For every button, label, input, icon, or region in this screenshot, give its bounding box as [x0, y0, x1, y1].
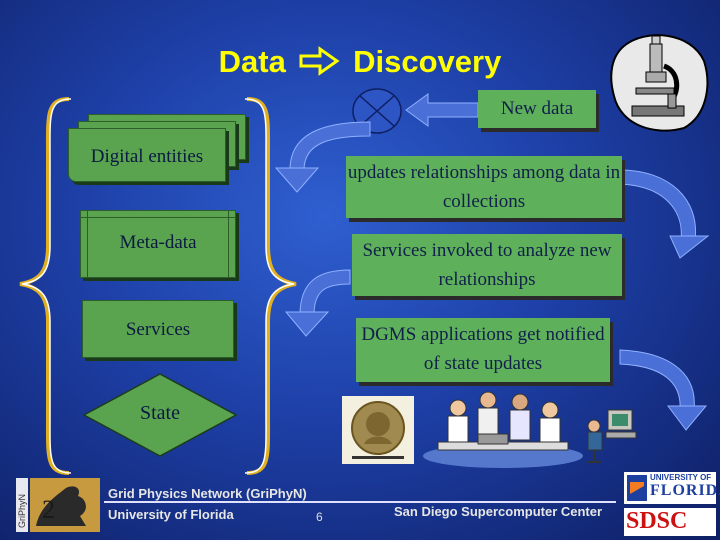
meta-data-label: Meta-data [119, 232, 197, 253]
right-brace-icon [244, 97, 297, 475]
curved-arrows [274, 121, 710, 431]
state-diamond [82, 373, 238, 457]
sdsc-logo: SDSC [624, 508, 716, 536]
curved-arrow-4-icon [619, 349, 695, 411]
slide-title: Data Discovery [0, 44, 720, 80]
footer-university: University of Florida [108, 507, 234, 522]
medal-image [342, 396, 414, 464]
footer-center: San Diego Supercomputer Center [394, 504, 603, 519]
curved-arrow-3-head-icon [284, 311, 330, 337]
left-brace-icon [19, 97, 72, 475]
page-number: 6 [316, 510, 323, 524]
title-data: Data [218, 44, 286, 79]
people-meeting-image [423, 391, 583, 468]
svg-text:GriPhyN: GriPhyN [17, 494, 27, 528]
curved-arrow-2-icon [619, 169, 697, 241]
uf-logo: UNIVERSITY OF FLORIDA [624, 472, 720, 504]
uf-logo-line1: UNIVERSITY OF [650, 473, 712, 482]
curved-arrow-2-head-icon [669, 235, 710, 259]
title-discovery: Discovery [353, 44, 502, 79]
griphyn-logo: GriPhyN 2 [16, 478, 100, 532]
footer-project: Grid Physics Network (GriPhyN) [108, 486, 307, 501]
state-label: State [140, 402, 180, 424]
curved-arrow-3-icon [299, 269, 351, 316]
sdsc-logo-text: SDSC [626, 508, 688, 534]
computer-user-image [587, 409, 637, 463]
meta-data-box: Meta-data [80, 210, 236, 278]
right-arrow-icon [299, 46, 341, 76]
uf-gator-icon [627, 475, 647, 501]
new-data-box: New data [478, 90, 596, 128]
footer-divider [104, 501, 616, 503]
curved-arrow-1-head-icon [274, 167, 320, 193]
curved-arrow-4-head-icon [667, 405, 708, 431]
step-notify-box: DGMS applications get notified of state … [356, 318, 610, 382]
step-services-box: Services invoked to analyze new relation… [352, 234, 622, 296]
step-updates-box: updates relationships among data in coll… [346, 156, 622, 218]
digital-entities-box: Digital entities [68, 128, 226, 182]
uf-logo-line2: FLORIDA [650, 482, 720, 499]
microscope-icon [610, 34, 709, 132]
svg-text:2: 2 [42, 495, 55, 524]
services-box: Services [82, 300, 234, 358]
